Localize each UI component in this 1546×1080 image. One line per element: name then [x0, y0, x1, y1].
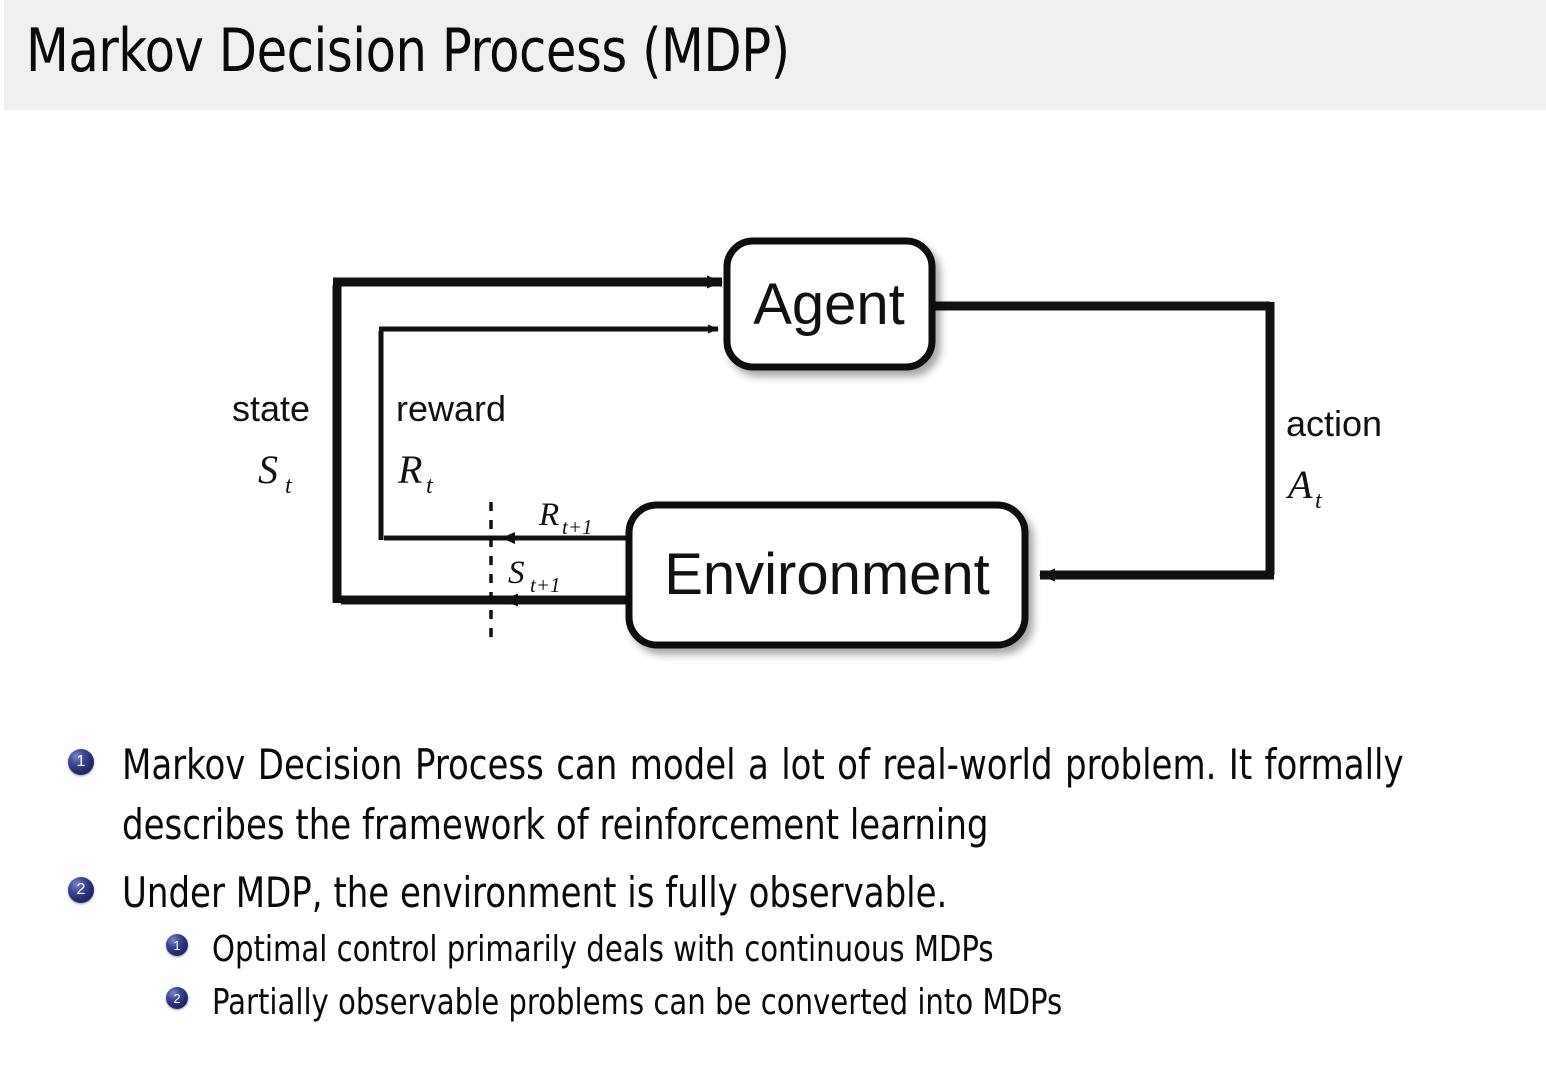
label-state-next-subscript: t+1 — [530, 573, 561, 597]
label-state-next: S t+1 — [508, 555, 561, 597]
page-title: Markov Decision Process (MDP) — [26, 16, 790, 86]
bullet-list: 1 Markov Decision Process can model a lo… — [0, 735, 1546, 1029]
sub-list-item[interactable]: 1 Optimal control primarily deals with c… — [0, 923, 1546, 976]
label-state-subscript: t — [285, 473, 293, 499]
label-reward-symbol: R — [397, 447, 422, 492]
label-state: state S t — [232, 388, 310, 499]
header-left-rule — [0, 0, 4, 110]
label-reward-subscript: t — [426, 473, 434, 499]
list-item-text: Markov Decision Process can model a lot … — [122, 740, 1404, 849]
label-reward: reward R t — [396, 388, 506, 499]
sub-list-item-text: Partially observable problems can be con… — [212, 982, 1063, 1023]
sub-list-item-text: Optimal control primarily deals with con… — [212, 929, 994, 970]
label-state-word: state — [232, 388, 310, 429]
label-action-word: action — [1286, 403, 1382, 444]
label-state-next-symbol: S — [508, 555, 525, 591]
label-reward-word: reward — [396, 388, 506, 429]
label-reward-next: R t+1 — [538, 497, 593, 539]
agent-node-label: Agent — [753, 272, 905, 337]
label-action-symbol: A — [1285, 462, 1313, 507]
environment-node: Environment — [625, 501, 1029, 649]
sub-bullet-marker-2-icon: 2 — [166, 987, 188, 1009]
list-item-text: Under MDP, the environment is fully obse… — [122, 868, 948, 917]
environment-node-label: Environment — [664, 542, 990, 607]
bullet-marker-1-icon: 1 — [68, 749, 94, 775]
mdp-diagram: Agent Environment state S t reward R t a… — [0, 110, 1546, 705]
label-action-subscript: t — [1315, 488, 1323, 514]
agent-node: Agent — [723, 237, 936, 371]
list-spacer — [0, 855, 1546, 863]
list-item[interactable]: 2 Under MDP, the environment is fully ob… — [0, 863, 1546, 923]
list-item[interactable]: 1 Markov Decision Process can model a lo… — [0, 735, 1546, 855]
label-reward-next-symbol: R — [538, 497, 559, 533]
label-action: action A t — [1285, 403, 1382, 514]
bullet-marker-2-icon: 2 — [68, 877, 94, 903]
label-reward-next-subscript: t+1 — [562, 515, 593, 539]
sub-bullet-marker-1-icon: 1 — [166, 934, 188, 956]
slide-header-band: Markov Decision Process (MDP) — [0, 0, 1546, 110]
sub-list-item[interactable]: 2 Partially observable problems can be c… — [0, 976, 1546, 1029]
label-state-symbol: S — [258, 447, 278, 492]
